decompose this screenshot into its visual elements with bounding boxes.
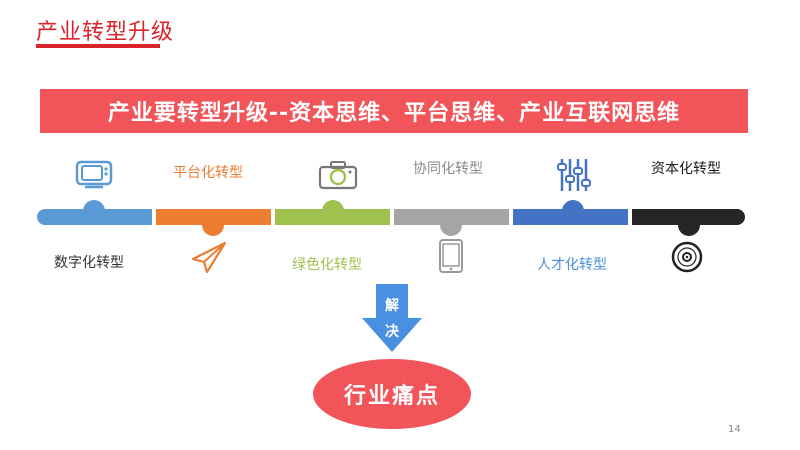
page-number: 14 (728, 424, 741, 435)
timeline-bump-2 (202, 214, 224, 236)
down-arrow: 解 决 (360, 284, 424, 358)
banner: 产业要转型升级--资本思维、平台思维、产业互联网思维 (40, 89, 748, 133)
stage-label-2: 平台化转型 (173, 165, 243, 181)
timeline-bump-5 (562, 200, 584, 222)
stage-label-3: 绿色化转型 (292, 257, 362, 273)
timeline-bump-4 (440, 214, 462, 236)
tablet-icon (438, 238, 464, 278)
arrow-text-2: 决 (385, 324, 399, 340)
camera-icon (318, 160, 358, 194)
tv-icon (75, 160, 113, 194)
stage-label-1: 数字化转型 (54, 255, 124, 271)
sliders-icon (556, 156, 592, 198)
stage-label-4: 协同化转型 (413, 161, 483, 177)
timeline-bump-6 (678, 214, 700, 236)
paper-plane-icon (190, 240, 228, 278)
stage-label-5: 人才化转型 (537, 257, 607, 273)
disc-icon (671, 241, 703, 277)
stage-label-6: 资本化转型 (651, 161, 721, 177)
title-underline (36, 44, 160, 48)
result-ellipse: 行业痛点 (313, 359, 471, 429)
timeline-bump-3 (322, 200, 344, 222)
page-title: 产业转型升级 (36, 20, 175, 45)
arrow-text-1: 解 (385, 298, 399, 314)
timeline-bump-1 (83, 200, 105, 222)
